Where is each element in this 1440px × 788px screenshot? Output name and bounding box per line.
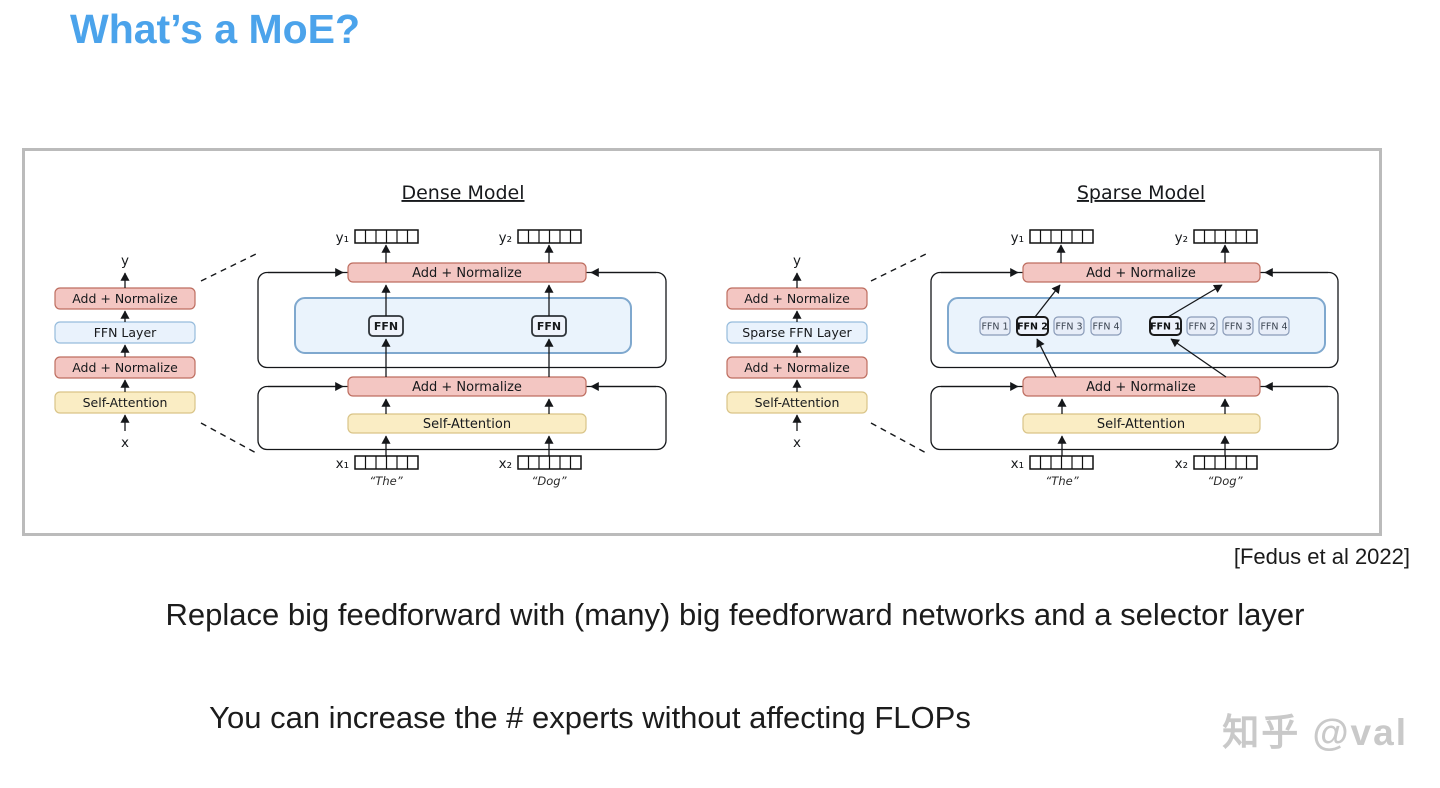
dense-zoom-dash-top	[200, 252, 259, 282]
mini-dense-addnorm-bottom: Add + Normalize	[72, 360, 178, 375]
body-text-2: You can increase the # experts without a…	[209, 700, 971, 735]
sparse-addnorm-top-label: Add + Normalize	[1086, 266, 1196, 281]
expert-1-3-label: FFN 3	[1055, 322, 1082, 333]
dense-zoom-dash-bottom	[200, 422, 259, 455]
mini-sparse-addnorm-top: Add + Normalize	[744, 291, 850, 306]
sparse-self-attention-label: Self-Attention	[1097, 417, 1185, 432]
dense-x2-label: x₂	[499, 456, 512, 472]
sparse-addnorm-top-bar	[1022, 262, 1261, 283]
sparse-addnorm-bottom-bar	[1022, 376, 1261, 397]
dense-token-the: “The”	[369, 474, 403, 488]
sparse-zoom-dash-bottom	[870, 422, 929, 455]
sparse-y1-label: y₁	[1011, 230, 1024, 246]
expert-1-4-label: FFN 4	[1092, 322, 1119, 333]
expert-2-2-label: FFN 2	[1188, 322, 1215, 333]
sparse-x1-label: x₁	[1011, 456, 1024, 472]
dense-ffn-label-1: FFN	[374, 320, 398, 333]
mini-dense-y-label: y	[121, 253, 129, 269]
expert-group-1: FFN 1 FFN 2 FFN 3 FFN 4	[979, 316, 1122, 336]
moe-figure: y Add + Normalize FFN Layer Add + Normal…	[22, 148, 1382, 536]
token-strip-x2-sparse	[1193, 455, 1258, 470]
dense-y2-label: y₂	[499, 230, 512, 246]
sparse-addnorm-bottom-label: Add + Normalize	[1086, 380, 1196, 395]
mini-sparse-y-label: y	[793, 253, 801, 269]
mini-sparse-stack: y Add + Normalize Sparse FFN Layer Add +…	[726, 252, 929, 455]
dense-ffn-label-2: FFN	[537, 320, 561, 333]
moe-diagram-svg: y Add + Normalize FFN Layer Add + Normal…	[54, 182, 1339, 488]
sparse-model: Sparse Model Add + Normalize Add + Norma…	[930, 182, 1339, 488]
token-strip-x1	[354, 455, 419, 470]
dense-ffn-container	[294, 297, 632, 354]
token-strip-y1	[354, 229, 419, 244]
token-strip-y2	[517, 229, 582, 244]
token-strip-x2	[517, 455, 582, 470]
mini-dense-ffn-layer: FFN Layer	[94, 325, 157, 340]
token-strip-y1-sparse	[1029, 229, 1094, 244]
mini-sparse-ffn-layer: Sparse FFN Layer	[742, 325, 852, 340]
dense-model: Dense Model Add + Normalize Add + Normal…	[257, 182, 667, 488]
mini-sparse-self-attention: Self-Attention	[755, 395, 840, 410]
dense-addnorm-bottom-bar	[347, 376, 587, 397]
slide-title: What’s a MoE?	[70, 6, 361, 52]
sparse-token-dog: “Dog”	[1207, 474, 1243, 488]
mini-dense-stack: y Add + Normalize FFN Layer Add + Normal…	[54, 252, 259, 455]
citation: [Fedus et al 2022]	[1233, 544, 1410, 569]
expert-2-4-label: FFN 4	[1260, 322, 1287, 333]
sparse-y2-label: y₂	[1175, 230, 1188, 246]
mini-dense-x-label: x	[121, 435, 129, 451]
token-strip-y2-sparse	[1193, 229, 1258, 244]
mini-dense-addnorm-top: Add + Normalize	[72, 291, 178, 306]
watermark: 知乎 @val	[1222, 712, 1408, 753]
dense-y1-label: y₁	[336, 230, 349, 246]
sparse-token-the: “The”	[1045, 474, 1079, 488]
sparse-zoom-dash-top	[870, 252, 929, 282]
dense-token-dog: “Dog”	[531, 474, 567, 488]
expert-group-2: FFN 1 FFN 2 FFN 3 FFN 4	[1149, 316, 1290, 336]
body-text-1: Replace big feedforward with (many) big …	[165, 597, 1305, 632]
dense-addnorm-top-label: Add + Normalize	[412, 266, 522, 281]
mini-sparse-addnorm-bottom: Add + Normalize	[744, 360, 850, 375]
dense-model-title: Dense Model	[401, 182, 524, 204]
expert-2-1-label-selected: FFN 1	[1150, 322, 1181, 333]
expert-2-3-label: FFN 3	[1224, 322, 1251, 333]
expert-1-1-label: FFN 1	[981, 322, 1008, 333]
expert-1-2-label-selected: FFN 2	[1017, 322, 1048, 333]
mini-dense-self-attention: Self-Attention	[83, 395, 168, 410]
dense-x1-label: x₁	[336, 456, 349, 472]
dense-self-attention-bar	[347, 413, 587, 434]
mini-sparse-x-label: x	[793, 435, 801, 451]
token-strip-x1-sparse	[1029, 455, 1094, 470]
sparse-x2-label: x₂	[1175, 456, 1188, 472]
sparse-self-attention-bar	[1022, 413, 1261, 434]
dense-self-attention-label: Self-Attention	[423, 417, 511, 432]
sparse-model-title: Sparse Model	[1077, 182, 1205, 204]
dense-addnorm-bottom-label: Add + Normalize	[412, 380, 522, 395]
dense-addnorm-top-bar	[347, 262, 587, 283]
